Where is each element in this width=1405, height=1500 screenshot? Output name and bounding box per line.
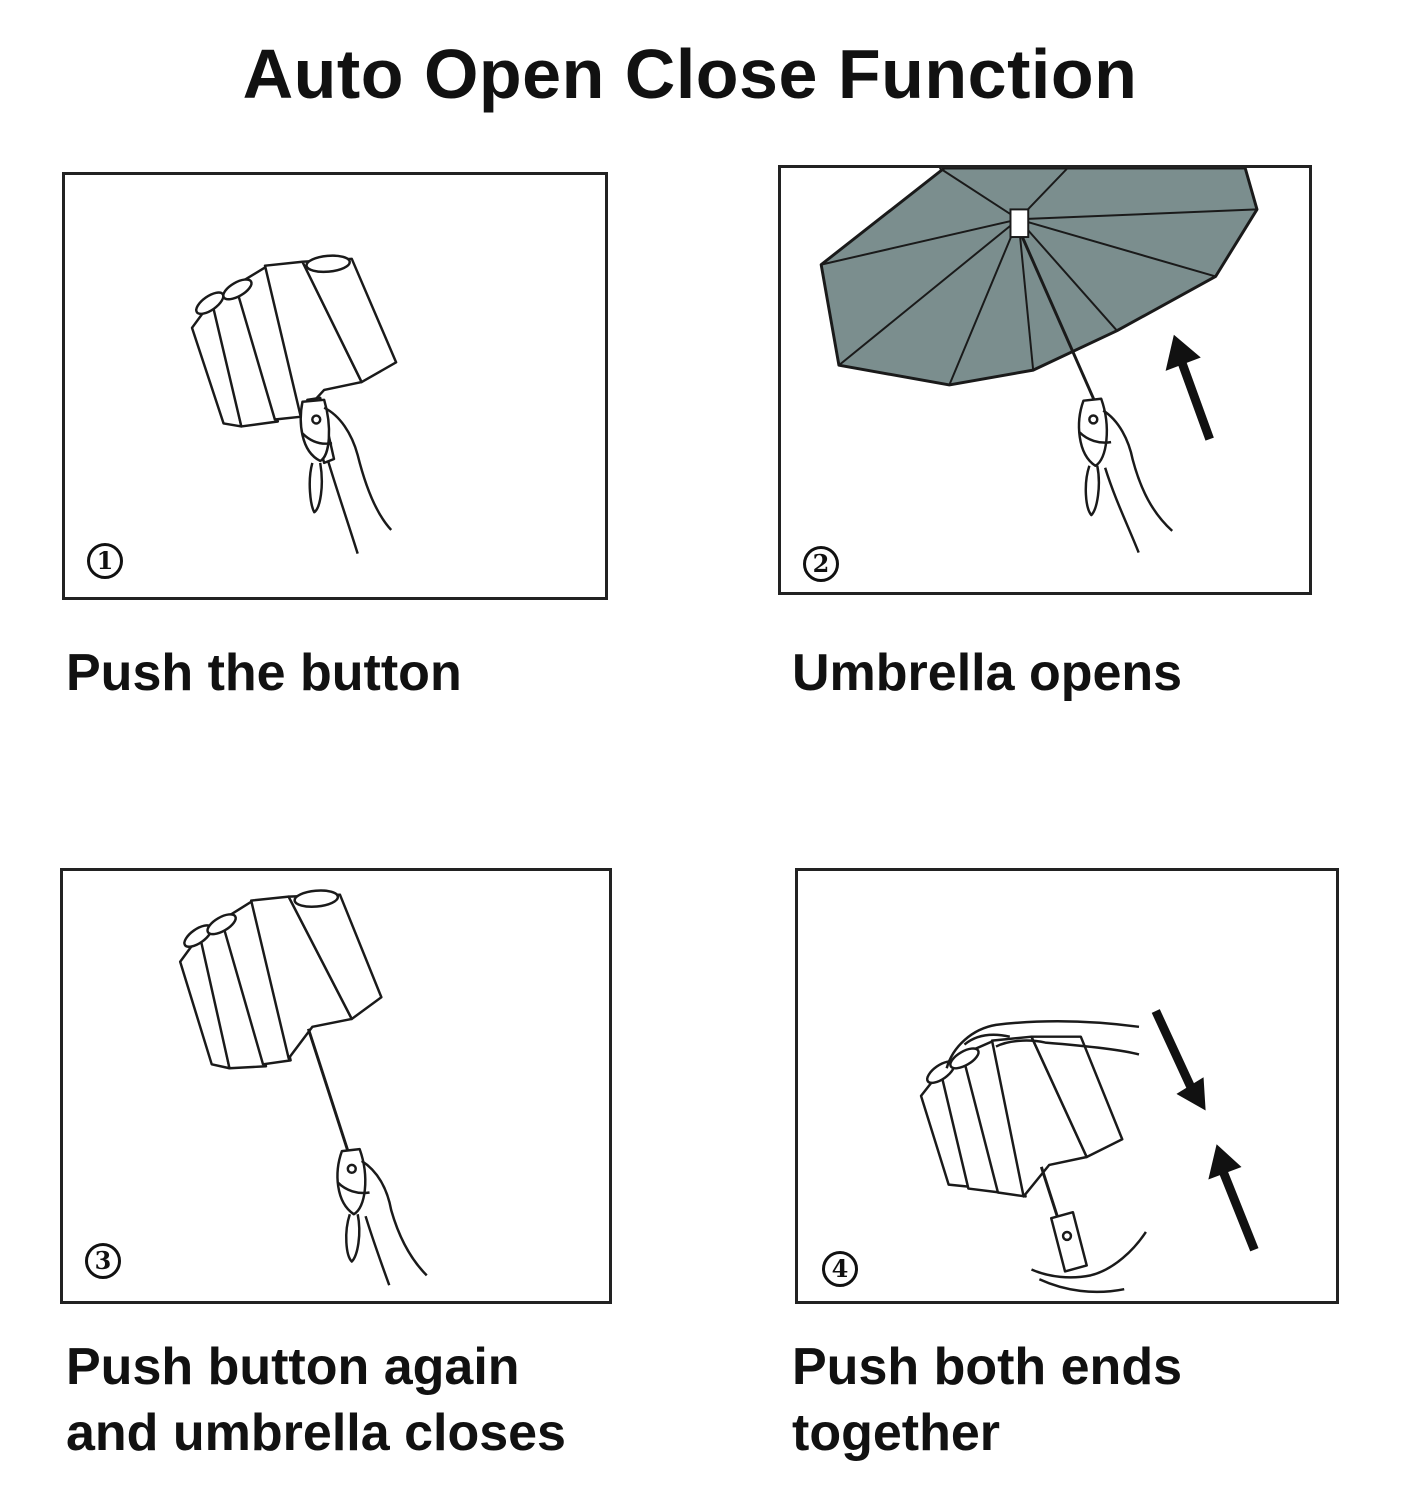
step-1-caption: Push the button [66, 644, 462, 702]
page-title: Auto Open Close Function [242, 35, 1138, 113]
extended-closed-umbrella-icon [178, 889, 428, 1286]
step-4-caption: Push both ends together [792, 1338, 1182, 1462]
step-number-badge: 2 [803, 546, 839, 582]
step-3-caption: Push button again and umbrella closes [66, 1338, 566, 1462]
step-2-panel: 2 [778, 165, 1312, 595]
step-1-panel: 1 [62, 172, 608, 600]
step-number-badge: 3 [85, 1243, 121, 1279]
step-number-badge: 4 [822, 1251, 858, 1287]
step-2-caption: Umbrella opens [792, 644, 1183, 702]
step-number-badge: 1 [87, 543, 123, 579]
step-3-panel: 3 [60, 868, 612, 1304]
closed-umbrella-hand-icon [190, 254, 398, 554]
step-4-panel: 4 [795, 868, 1339, 1304]
open-umbrella-hand-icon [819, 168, 1259, 554]
collapse-umbrella-hands-icon [919, 1009, 1259, 1294]
